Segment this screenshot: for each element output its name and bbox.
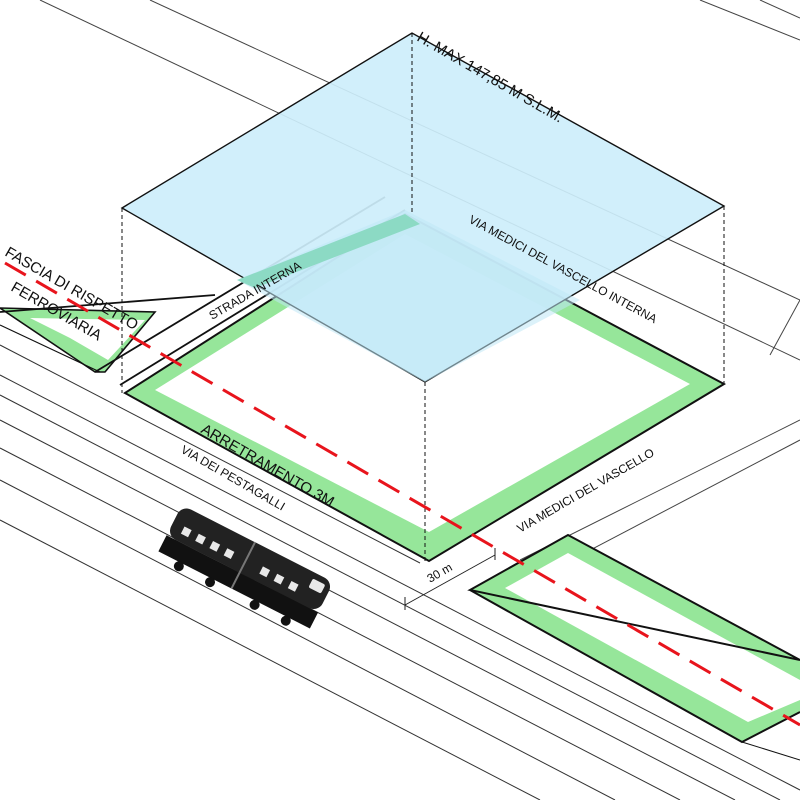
max-height-volume <box>120 32 726 561</box>
secondary-lot <box>467 533 800 761</box>
distance-label: 30 m <box>425 560 455 585</box>
train-icon <box>158 508 331 629</box>
railway-tracks <box>0 344 800 800</box>
dimension-30m <box>404 548 496 610</box>
rail-buffer-line <box>4 261 800 727</box>
